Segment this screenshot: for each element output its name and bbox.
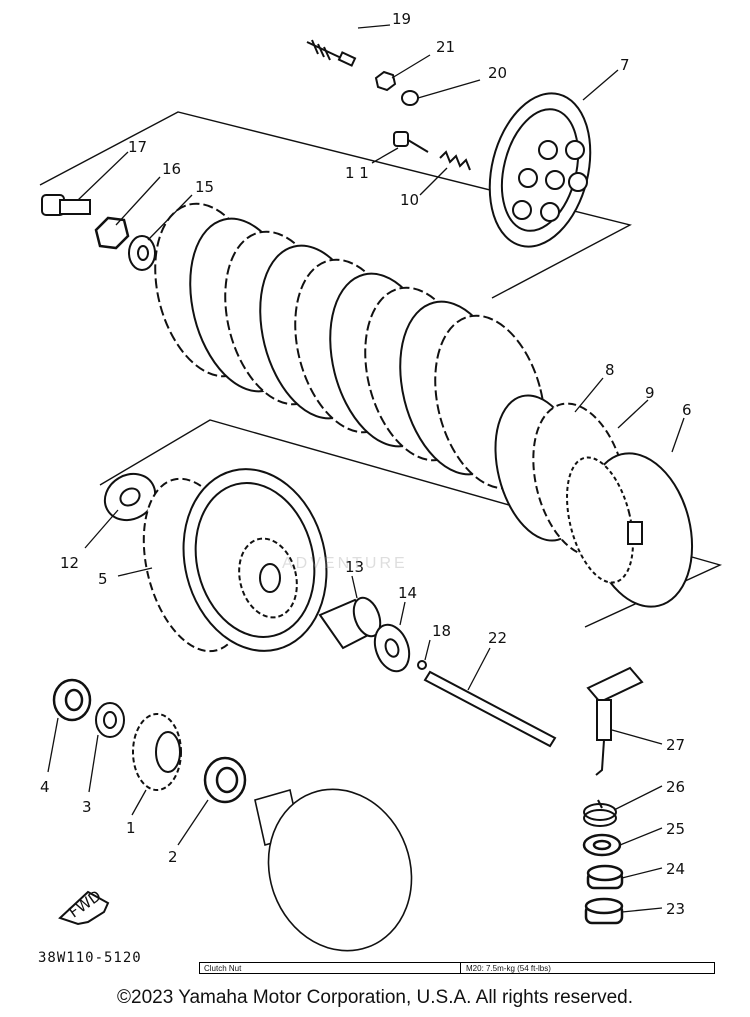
callout-8: 8 — [605, 361, 615, 379]
callout-15: 15 — [195, 178, 214, 196]
callout-13: 13 — [345, 558, 364, 576]
part-15-lock-washer — [128, 235, 156, 271]
part-19-bolt — [306, 39, 357, 67]
leader-lines — [47, 24, 685, 913]
part-26-spring — [583, 799, 617, 827]
diagram-code: 38W110-5120 — [38, 950, 142, 966]
part-crankshaft — [254, 788, 413, 952]
part-17-push-rod — [41, 194, 91, 216]
part-24-bearing — [586, 864, 624, 890]
part-18-ball — [417, 660, 427, 670]
callout-5: 5 — [98, 570, 108, 588]
callout-24: 24 — [666, 860, 685, 878]
part-12-washer — [103, 472, 157, 522]
callout-14: 14 — [398, 584, 417, 602]
fwd-arrow-icon: FWD — [58, 887, 110, 926]
callout-6: 6 — [682, 401, 692, 419]
callout-20: 20 — [488, 64, 507, 82]
callout-11: 1 1 — [345, 164, 369, 182]
part-21-nut — [374, 70, 397, 92]
part-16-nut — [94, 216, 130, 250]
part-20-washer — [401, 90, 419, 106]
callout-25: 25 — [666, 820, 685, 838]
part-6-clutch-boss — [566, 452, 694, 608]
torque-part-name: Clutch Nut — [204, 964, 242, 973]
callout-27: 27 — [666, 736, 685, 754]
torque-value: M20: 7.5m-kg (54 ft-lbs) — [466, 964, 551, 973]
part-11-bolt — [393, 131, 429, 153]
callout-26: 26 — [666, 778, 685, 796]
part-2-bearing — [203, 756, 247, 804]
callout-2: 2 — [168, 848, 178, 866]
callout-10: 10 — [400, 191, 419, 209]
callout-9: 9 — [645, 384, 655, 402]
part-10-spring — [439, 150, 471, 171]
torque-spec-table: Clutch Nut M20: 7.5m-kg (54 ft-lbs) — [199, 962, 715, 974]
part-25-oil-seal — [582, 833, 622, 857]
callout-22: 22 — [488, 629, 507, 647]
part-7-pressure-plate — [488, 92, 592, 248]
callout-16: 16 — [162, 160, 181, 178]
callout-19: 19 — [392, 10, 411, 28]
torque-divider — [460, 963, 461, 973]
callout-17: 17 — [128, 138, 147, 156]
watermark: ADVENTURE — [282, 555, 408, 572]
part-23-bearing — [584, 897, 624, 925]
part-27-lever — [586, 666, 644, 776]
callout-1: 1 — [126, 819, 136, 837]
callout-21: 21 — [436, 38, 455, 56]
callout-18: 18 — [432, 622, 451, 640]
part-1-primary-gear — [132, 713, 182, 791]
callout-3: 3 — [82, 798, 92, 816]
part-13-sleeve — [318, 596, 382, 650]
callout-12: 12 — [60, 554, 79, 572]
copyright-notice: ©2023 Yamaha Motor Corporation, U.S.A. A… — [117, 987, 633, 1008]
part-22-push-rod — [423, 670, 557, 748]
part-14-washer — [373, 623, 411, 673]
callout-4: 4 — [40, 778, 50, 796]
part-4-nut — [52, 678, 92, 722]
part-5-clutch-housing — [142, 468, 328, 653]
callout-23: 23 — [666, 900, 685, 918]
callout-labels: 19 21 20 7 1 1 10 17 16 15 8 9 6 12 5 13… — [40, 10, 692, 918]
callout-7: 7 — [620, 56, 630, 74]
part-3-washer — [95, 702, 125, 738]
